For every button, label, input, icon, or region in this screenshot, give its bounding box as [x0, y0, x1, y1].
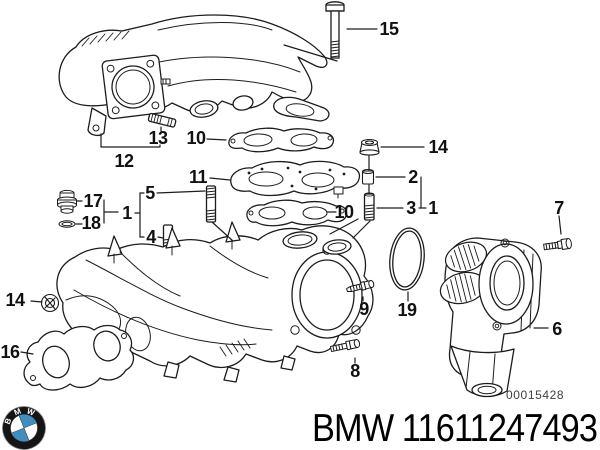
bmw-logo: B M W	[2, 406, 46, 450]
bolt-15-drawing	[325, 1, 345, 59]
stud-3-drawing	[363, 192, 375, 221]
leader-lines	[20, 28, 562, 364]
callout-16: 16	[0, 342, 20, 362]
callout-1-left: 1	[122, 203, 132, 223]
seal-ring-18-drawing	[58, 220, 76, 228]
bushing-2-drawing	[361, 168, 375, 185]
callout-5: 5	[145, 183, 155, 203]
stud-5-drawing	[205, 185, 217, 223]
footer-part-number: BMW 11611247493	[312, 407, 598, 450]
callout-1-right: 1	[428, 198, 438, 218]
screw-8-drawing	[329, 339, 361, 353]
drawing-number: 00015428	[506, 388, 565, 402]
callout-18: 18	[81, 213, 101, 233]
callout-11: 11	[188, 167, 208, 187]
rib-hatching	[81, 30, 130, 47]
callout-13: 13	[148, 128, 168, 148]
callout-7: 7	[554, 198, 564, 218]
callout-15: 15	[379, 19, 399, 39]
nut-14-right-drawing	[359, 138, 380, 156]
callout-3: 3	[406, 198, 416, 218]
valve-17-drawing	[57, 189, 77, 214]
bmw-logo-letter: W	[26, 406, 37, 417]
bmw-logo-letter: M	[13, 406, 23, 417]
throttle-flange	[101, 54, 166, 120]
gasket-10-lower-drawing	[246, 199, 348, 227]
lower-intake-manifold-drawing	[56, 221, 374, 383]
callout-19: 19	[397, 300, 417, 320]
callout-12: 12	[114, 151, 134, 171]
upper-intake-manifold-drawing	[58, 14, 330, 137]
callout-14-left: 14	[5, 290, 25, 310]
screw-9-drawing	[346, 279, 375, 293]
callout-2: 2	[408, 167, 418, 187]
callout-10-lower: 10	[334, 202, 354, 222]
callout-6: 6	[552, 319, 562, 339]
callout-14-right: 14	[428, 137, 448, 157]
nut-14-left-drawing	[40, 293, 60, 313]
callout-17: 17	[83, 191, 103, 211]
stud-13-drawing	[147, 112, 177, 128]
bmw-logo-letter: B	[3, 417, 14, 426]
gasket-10-upper-drawing	[228, 127, 335, 153]
small-screw-detail	[160, 78, 171, 85]
throttle-body-6-drawing	[439, 237, 542, 398]
callout-8: 8	[350, 361, 360, 381]
callout-4: 4	[146, 227, 156, 247]
plate-11-drawing	[230, 160, 361, 199]
gasket-16-drawing	[23, 324, 135, 391]
bolt-7-drawing	[543, 238, 572, 251]
callout-9: 9	[359, 299, 369, 319]
callout-10-upper: 10	[186, 128, 206, 148]
o-ring-19-drawing	[389, 227, 425, 291]
